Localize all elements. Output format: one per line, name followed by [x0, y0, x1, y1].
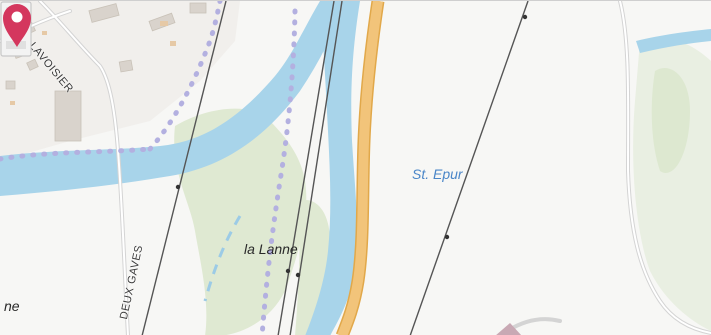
rail-line: [277, 1, 335, 335]
woodland-riverbank: [295, 200, 330, 335]
line-node: [285, 268, 291, 274]
boundary-dotted: [147, 1, 223, 152]
boundary-dotted: [0, 146, 153, 162]
line-node: [175, 184, 181, 190]
rail-line: [409, 1, 529, 335]
building-accent-group: [10, 21, 176, 105]
building: [160, 21, 168, 26]
river-east-fragment: [636, 29, 711, 53]
place-label-la-lanne: la Lanne: [244, 241, 298, 257]
building: [170, 41, 176, 46]
line-node-group: [175, 14, 528, 278]
line-node: [444, 234, 450, 240]
building: [10, 101, 15, 105]
footpath-dashed: [203, 215, 242, 302]
line-group: [141, 1, 529, 335]
woodland-east-patch: [651, 67, 690, 173]
river-west-branch: [0, 1, 345, 196]
building: [88, 3, 120, 23]
building: [42, 31, 47, 35]
place-label-edge-fragment: ne: [4, 298, 20, 314]
rail-line: [141, 1, 227, 335]
feature-fragment: [496, 323, 522, 335]
pin-body: [3, 4, 31, 47]
line-node: [522, 14, 528, 20]
map-pin-icon[interactable]: [0, 1, 34, 49]
rail-line: [289, 1, 343, 335]
building: [118, 59, 134, 73]
building: [54, 90, 82, 142]
pin-center: [11, 11, 23, 23]
poi-label-st-epur[interactable]: St. Epur: [412, 166, 463, 182]
building: [26, 58, 39, 71]
main-road: [337, 1, 383, 335]
road-fill: [619, 1, 711, 334]
boundary-lines: [0, 1, 298, 335]
building: [189, 2, 207, 14]
line-node: [295, 272, 301, 278]
road-fill: [39, 1, 129, 335]
boundary-dotted: [259, 8, 298, 335]
building: [5, 80, 16, 90]
river-main-channel: [305, 1, 360, 335]
